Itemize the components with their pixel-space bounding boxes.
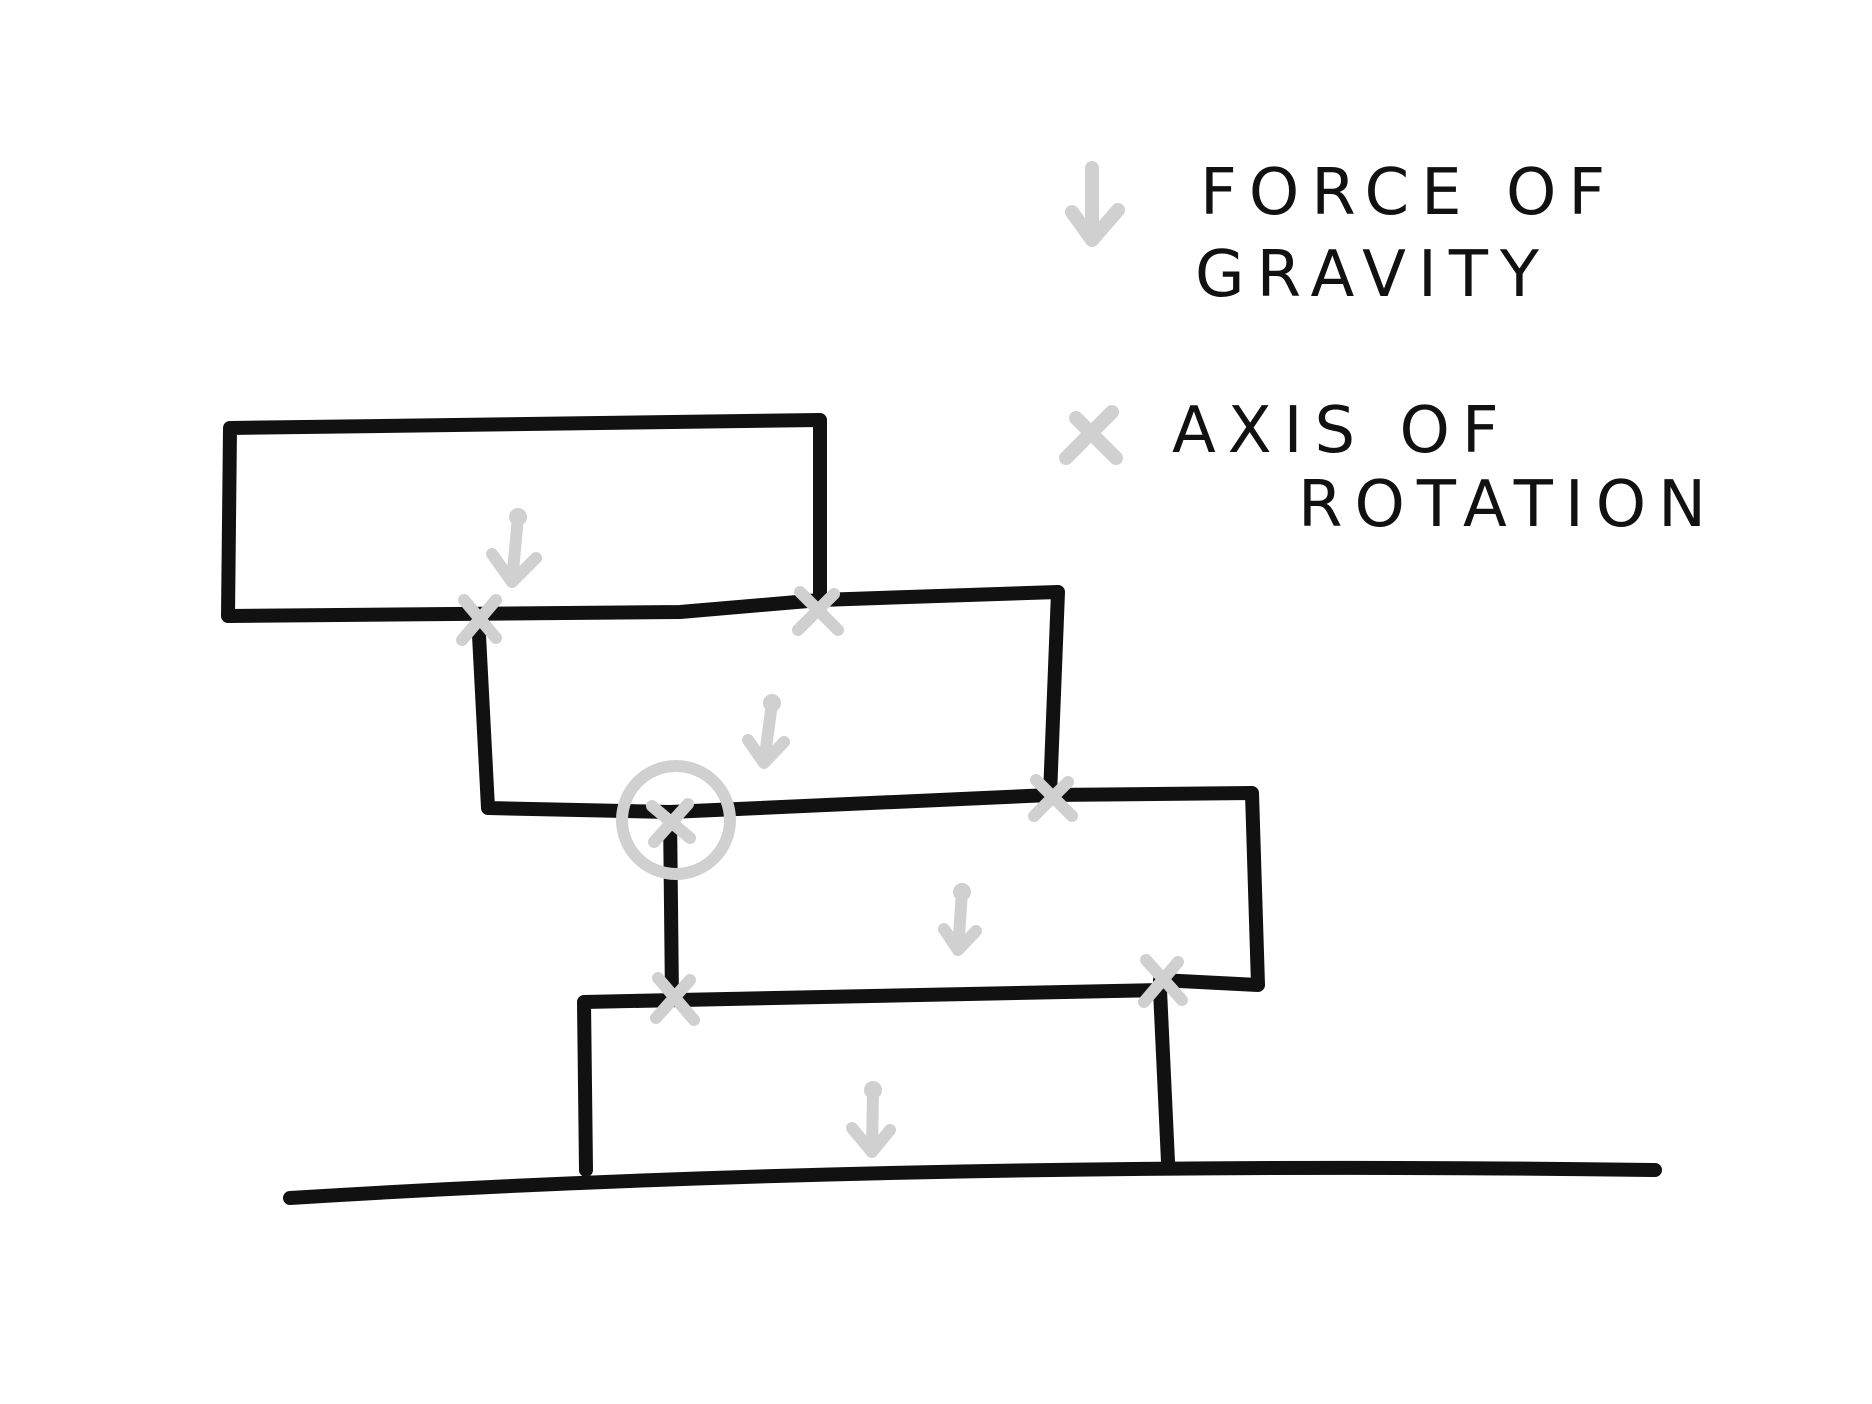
gravity-arrow-block-2 — [742, 694, 790, 769]
axis-mark-block-1-right — [792, 586, 844, 636]
axis-mark-block-1-left — [456, 594, 502, 646]
legend-gravity-label-line2: GRAVITY — [1195, 238, 1551, 312]
gravity-arrow-block-4 — [846, 1081, 896, 1158]
axis-mark-block-3-right — [1138, 954, 1188, 1008]
block-4 — [577, 983, 1175, 1177]
legend-axis-label-line2: ROTATION — [1298, 468, 1718, 542]
gravity-arrow-block-1 — [486, 508, 542, 588]
block-3 — [663, 786, 1265, 1007]
x-mark-icon — [1059, 405, 1123, 465]
axis-mark-block-2-left — [616, 760, 736, 880]
highlight-circle — [616, 760, 736, 880]
legend-gravity-label-line1: FORCE OF — [1200, 156, 1618, 230]
legend-axis-label-line1: AXIS OF — [1172, 394, 1511, 468]
gravity-arrow-block-3 — [938, 883, 982, 956]
block-1 — [221, 413, 827, 623]
ground-line — [283, 1160, 1662, 1205]
axis-mark-block-2-right — [1028, 774, 1078, 822]
down-arrow-icon — [1065, 161, 1125, 247]
block-2 — [471, 585, 1065, 819]
axis-mark-block-3-left — [650, 972, 700, 1026]
